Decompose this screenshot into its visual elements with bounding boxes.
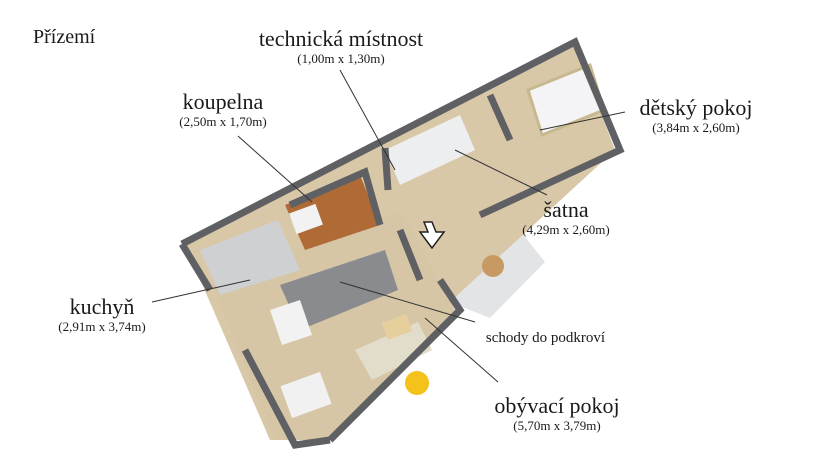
room-name: schody do podkroví xyxy=(485,330,606,346)
walls xyxy=(179,37,625,449)
coffee-table xyxy=(381,314,413,340)
room-name: koupelna xyxy=(182,89,264,114)
wardrobe xyxy=(385,115,475,185)
label-technicka-mistnost: technická místnost (1,00m x 1,30m) xyxy=(252,27,430,67)
label-detsky-pokoj: dětský pokoj (3,84m x 2,60m) xyxy=(628,96,764,136)
room-name: dětský pokoj xyxy=(639,95,753,120)
terrace-table xyxy=(482,255,504,277)
floor-title: Přízemí xyxy=(33,26,96,48)
room-dimensions: (5,70m x 3,79m) xyxy=(513,418,601,433)
room-name: obývací pokoj xyxy=(494,393,620,418)
bathtub xyxy=(289,203,323,235)
entrance-arrow-icon xyxy=(418,221,446,250)
dining-table xyxy=(280,371,332,419)
room-dimensions: (4,29m x 2,60m) xyxy=(522,222,610,237)
sofa xyxy=(355,322,432,380)
room-name: technická místnost xyxy=(258,26,424,51)
bathroom-floor xyxy=(285,175,380,250)
kitchen-counter xyxy=(200,220,300,295)
stairs xyxy=(280,250,398,330)
label-kuchyn: kuchyň (2,91m x 3,74m) xyxy=(52,295,152,335)
room-dimensions: (3,84m x 2,60m) xyxy=(652,120,740,135)
label-obyvaci-pokoj: obývací pokoj (5,70m x 3,79m) xyxy=(488,394,626,434)
label-koupelna: koupelna (2,50m x 1,70m) xyxy=(168,90,278,130)
room-name: kuchyň xyxy=(69,294,135,319)
room-name: šatna xyxy=(543,197,589,222)
room-dimensions: (1,00m x 1,30m) xyxy=(297,51,385,66)
room-dimensions: (2,50m x 1,70m) xyxy=(179,114,267,129)
label-satna: šatna (4,29m x 2,60m) xyxy=(515,198,617,238)
room-dimensions: (2,91m x 3,74m) xyxy=(58,319,146,334)
leader-lines xyxy=(151,69,626,383)
label-schody-do-podkrovi: schody do podkroví xyxy=(478,326,613,350)
position-marker-icon xyxy=(405,371,429,395)
